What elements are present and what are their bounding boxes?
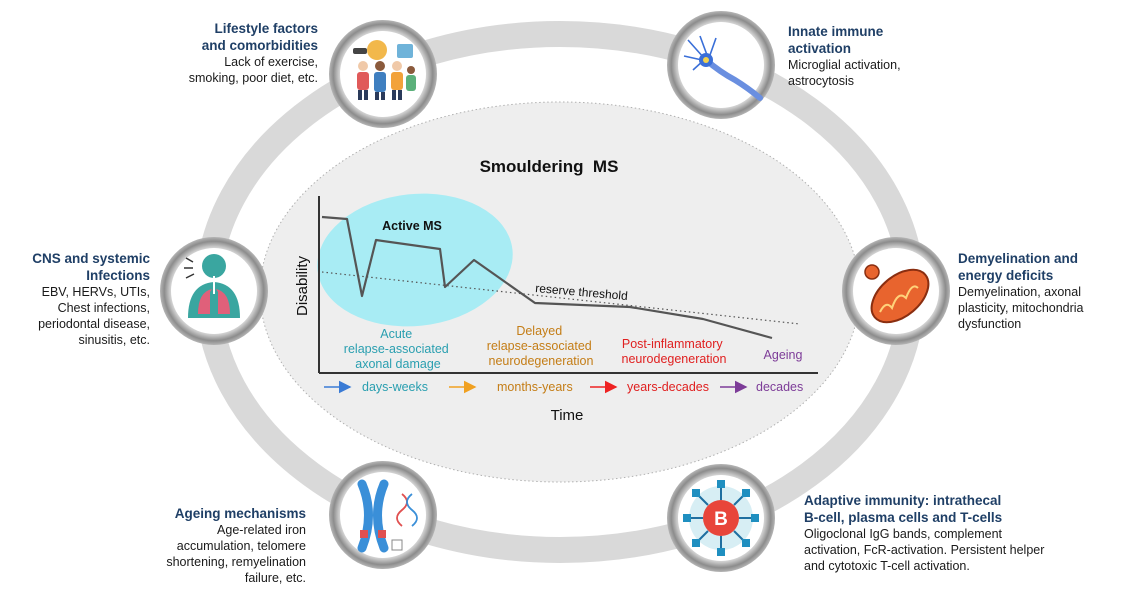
innate-node xyxy=(667,11,775,119)
people-lifestyle-icon xyxy=(353,40,416,100)
phase-delayed-l1: Delayed xyxy=(516,324,562,338)
lungs-icon xyxy=(184,254,240,318)
demyelination-node xyxy=(842,237,950,345)
active-ms-label: Active MS xyxy=(382,219,442,233)
active-ms-zone xyxy=(317,193,513,327)
infections-node xyxy=(160,237,268,345)
b-cell-icon: B xyxy=(683,480,759,556)
phase-delayed-l3: neurodegeneration xyxy=(489,354,594,368)
lifestyle-node xyxy=(329,20,437,128)
disability-trajectory xyxy=(321,215,773,340)
timescale-months: months-years xyxy=(497,380,573,394)
reserve-threshold-line xyxy=(321,271,801,325)
phase-delayed-l2: relapse-associated xyxy=(487,339,592,353)
lifestyle-body: Lack of exercise,smoking, poor diet, etc… xyxy=(188,55,318,85)
phase-label-ageing: Ageing xyxy=(764,348,803,362)
phase-post-l1: Post-inflammatory xyxy=(622,337,723,351)
phase-acute-l3: axonal damage xyxy=(355,357,441,371)
y-axis-label: Disability xyxy=(294,255,311,316)
ageing-node xyxy=(329,461,437,569)
b-cell-badge: B xyxy=(714,509,728,530)
timescale-decades: decades xyxy=(756,380,803,394)
timescale-days: days-weeks xyxy=(362,380,428,394)
phase-ageing-l1: Ageing xyxy=(764,348,803,362)
mitochondria-icon xyxy=(864,264,930,324)
phase-post-l2: neurodegeneration xyxy=(622,352,727,366)
ageing-heading: Ageing mechanisms xyxy=(174,506,306,521)
diagram-title: Smouldering MS xyxy=(480,157,619,176)
microglia-icon xyxy=(683,35,763,101)
timescale-years: years-decades xyxy=(627,380,709,394)
innate-body: Microglial activation,astrocytosis xyxy=(788,58,901,88)
x-axis-label: Time xyxy=(551,407,584,424)
phase-label-acute: Acute relapse-associated axonal damage xyxy=(344,327,452,371)
adaptive-node: B xyxy=(667,464,775,572)
chromosome-dna-icon xyxy=(357,479,418,553)
phase-acute-l1: Acute xyxy=(380,327,412,341)
phase-label-delayed: Delayed relapse-associated neurodegenera… xyxy=(487,324,595,368)
infections-body: EBV, HERVs, UTIs,Chest infections,period… xyxy=(38,285,150,347)
phase-acute-l2: relapse-associated xyxy=(344,342,449,356)
phase-label-post-inflammatory: Post-inflammatory neurodegeneration xyxy=(622,337,727,366)
